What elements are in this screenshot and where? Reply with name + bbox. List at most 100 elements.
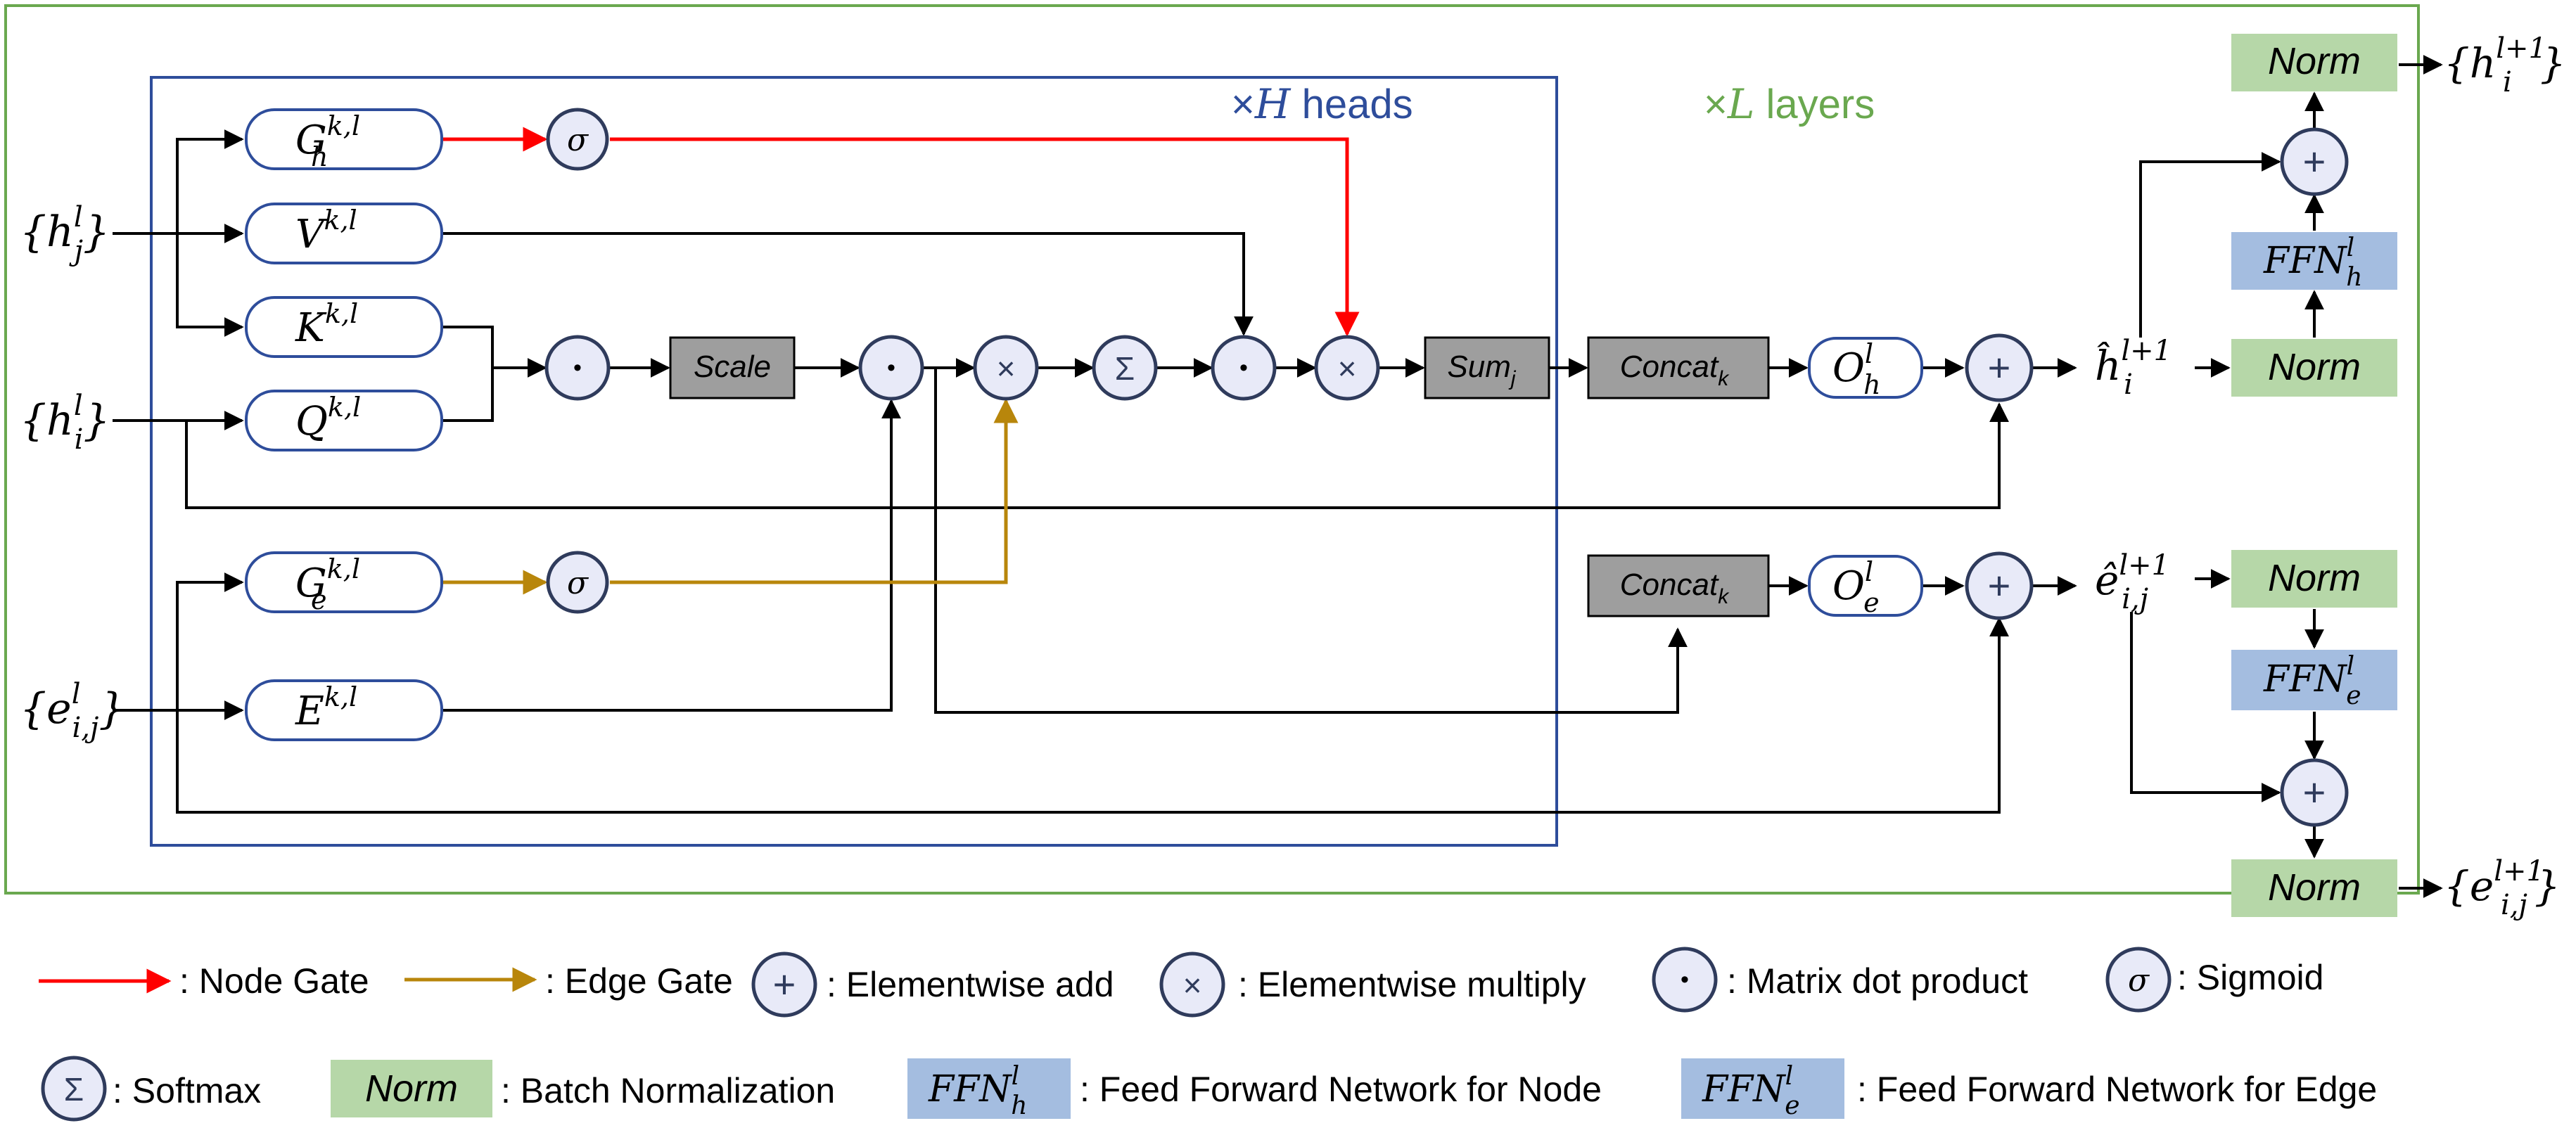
svg-text:×: × [997,350,1016,387]
svg-text:Norm: Norm [2268,40,2361,82]
legend-edge-gate: : Edge Gate [404,961,733,1001]
dot-product-qk: • [544,335,611,401]
layers-frame [4,4,2420,895]
multiply-node-gate: × [1314,335,1380,401]
projection-v: Vk,l [245,203,443,264]
norm-edge-out: Norm [2231,859,2397,917]
legend-norm: Norm : Batch Normalization [331,1060,835,1117]
svg-text:Kk,l: Kk,l [295,298,358,351]
svg-text:Norm: Norm [2268,866,2361,909]
legend-node-gate: : Node Gate [39,961,369,1001]
legend-softmax: Σ : Softmax [41,1056,261,1122]
svg-text:Norm: Norm [2268,346,2361,388]
layers-label: ×L layers [1704,80,1875,128]
svg-text:: Feed Forward Network for Edg: : Feed Forward Network for Edge [1857,1070,2377,1109]
sigmoid-node-gate: σ [546,108,609,171]
svg-text:: Matrix dot product: : Matrix dot product [1727,961,2028,1001]
add-edge-residual: + [1965,551,2034,620]
add-node-residual: + [1965,333,2034,402]
svg-text:: Edge Gate: : Edge Gate [545,961,733,1001]
concat-edge-box: Concatk [1587,554,1770,617]
heads-frame [150,76,1558,847]
svg-text:σ: σ [567,565,589,601]
svg-text:Qk,l: Qk,l [295,392,361,444]
norm-node-mid: Norm [2231,339,2397,397]
svg-text:•: • [1239,354,1248,381]
svg-text:Ek,l: Ek,l [295,681,357,734]
add-node-ffn: + [2280,127,2349,196]
svg-text:•: • [887,354,895,381]
norm-node-out: Norm [2231,34,2397,91]
multiply-edge-gate: × [973,335,1039,401]
node-gate-path [442,127,1360,337]
svg-text:Gk,lh: Gk,lh [295,110,360,172]
scale-box: Scale [669,336,796,399]
legend-add: + : Elementwise add [751,951,1114,1018]
heads-label: ×H heads [1231,80,1413,128]
legend-multiply: × : Elementwise multiply [1159,951,1586,1018]
svg-text:+: + [2303,139,2326,184]
svg-text:Vk,l: Vk,l [295,205,357,257]
svg-text:+: + [2303,770,2326,814]
concat-node-box: Concatk [1587,336,1770,399]
add-edge-ffn: + [2280,758,2349,827]
edge-gate-path [442,398,1019,595]
svg-text:σ: σ [2128,963,2150,999]
svg-text:Σ: Σ [1115,350,1135,387]
svg-text:: Elementwise add: : Elementwise add [827,965,1114,1004]
svg-text:Gk,le: Gk,le [295,553,360,615]
svg-text:Scale: Scale [694,350,771,384]
projection-e: Ek,l [245,679,443,741]
svg-text:•: • [1681,966,1689,993]
svg-text:Ole: Ole [1832,556,1880,618]
svg-text:×: × [1338,350,1357,387]
svg-text:Olh: Olh [1832,338,1881,400]
softmax-op: Σ [1092,335,1158,401]
dot-product-edge: • [858,335,924,401]
legend: : Node Gate : Edge Gate + : Elementwise … [39,947,2377,1122]
svg-text:: Batch Normalization: : Batch Normalization [501,1071,835,1110]
svg-text:Norm: Norm [2268,557,2361,599]
svg-text:Concatk: Concatk [1620,568,1730,608]
svg-text:σ: σ [567,122,589,158]
svg-text:Σ: Σ [64,1071,84,1108]
svg-text:+: + [1988,345,2011,390]
svg-text:: Feed Forward Network for Nod: : Feed Forward Network for Node [1080,1070,1602,1109]
projection-q: Qk,l [245,390,443,451]
sigmoid-edge-gate: σ [546,551,609,614]
svg-text:: Elementwise multiply: : Elementwise multiply [1238,965,1586,1004]
legend-sigmoid: σ : Sigmoid [2105,947,2323,1013]
svg-text:Sumj: Sumj [1447,350,1516,390]
svg-text:•: • [573,354,582,381]
svg-text:: Softmax: : Softmax [113,1071,261,1110]
svg-text:: Sigmoid: : Sigmoid [2177,958,2323,997]
svg-text:×: × [1183,967,1202,1004]
sum-box: Sumj [1424,336,1550,399]
svg-text:+: + [773,962,796,1006]
legend-dot: • : Matrix dot product [1652,947,2028,1013]
svg-text:Concatk: Concatk [1620,350,1730,390]
svg-text:: Node Gate: : Node Gate [179,961,369,1001]
svg-text:Norm: Norm [365,1068,458,1110]
projection-k: Kk,l [245,296,443,358]
